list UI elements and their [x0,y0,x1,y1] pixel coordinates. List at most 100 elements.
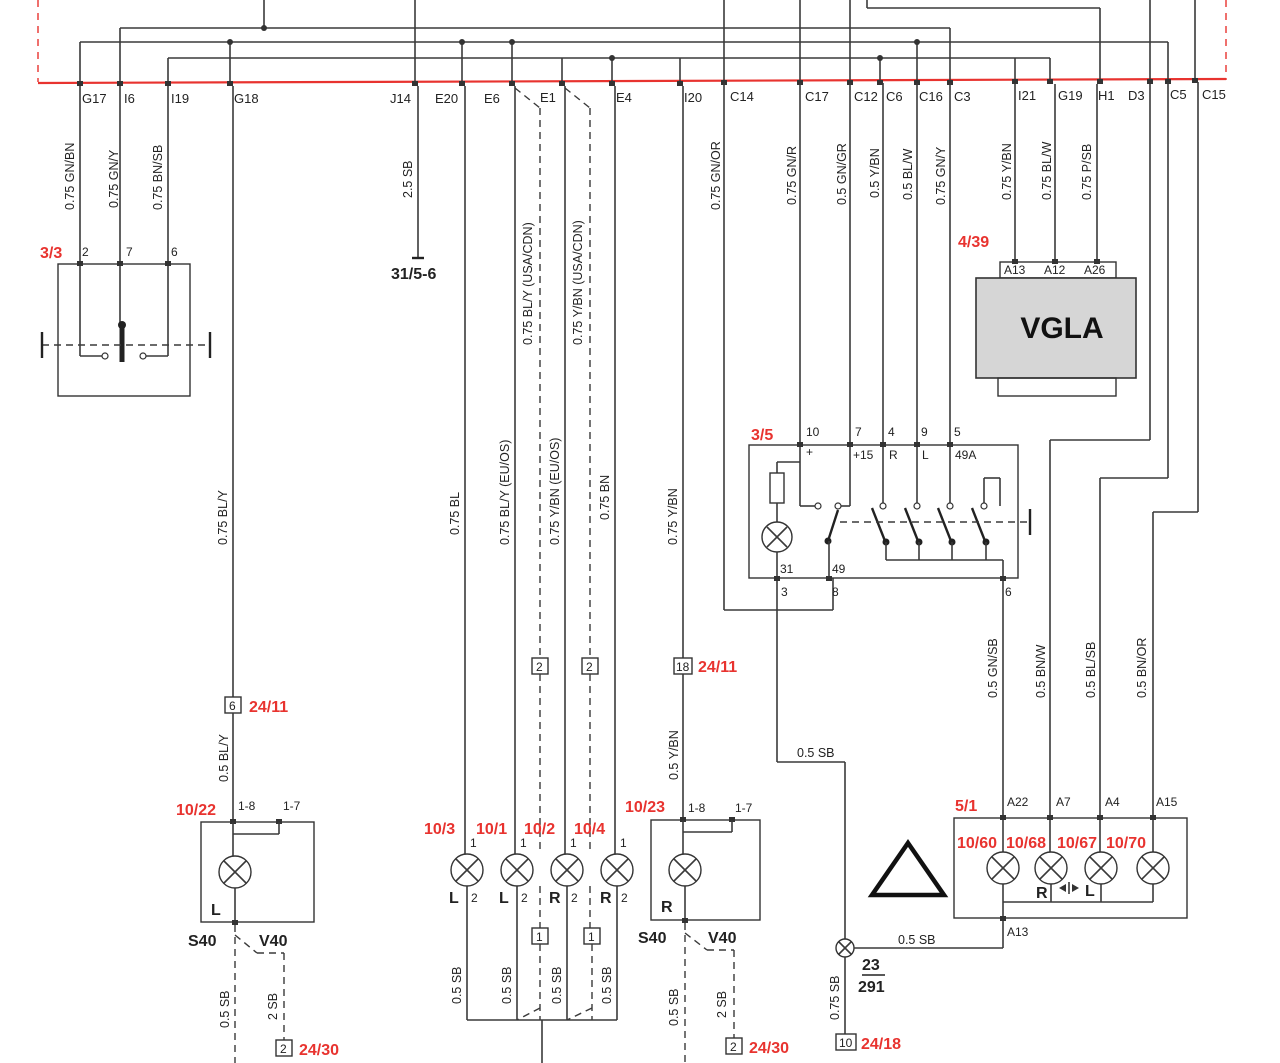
ref-24-18: 24/18 [861,1036,901,1053]
pin-2-b: 2 [521,891,528,905]
c51-pin-a22: A22 [1007,795,1029,809]
wire-i20-low2-label: 0.5 Y/BN [667,730,681,780]
c51-pin-a13: A13 [1007,925,1029,939]
pin-h1: H1 [1098,88,1115,103]
ref-4-39: 4/39 [958,234,989,251]
pin-e4: E4 [616,90,632,105]
wire-i20-label: 0.75 GN/OR [709,141,723,210]
wire-2sb-b: 2 SB [715,991,729,1018]
wire-sb-c: 0.5 SB [500,966,514,1004]
wire-e4-label: 0.75 BN [598,475,612,520]
l1023-pin-18: 1-8 [688,801,706,815]
wire-e20-label: 0.75 BL [448,492,462,535]
l1023-side: R [661,899,673,916]
c51-pin-a15: A15 [1156,795,1178,809]
c51-r: R [1036,885,1048,902]
wire-sb75-label: 0.75 SB [828,976,842,1020]
ground-path: 0.5 SB 0.5 SB 23 291 0.75 SB 10 24/18 [776,581,1004,1053]
lamp-unit-10-22: 10/22 1-8 1-7 L S40 V40 0.5 SB 2 SB 2 24… [176,799,339,1063]
c35-pin-7: 7 [855,425,862,439]
pin-e1: E1 [540,90,556,105]
wire-sb-d: 0.5 SB [550,966,564,1004]
l102-side: R [549,890,561,907]
pin-d3: D3 [1128,88,1145,103]
ref-3-5: 3/5 [751,427,773,444]
c35-pin-8: 8 [832,585,839,599]
wire-s6-label: 0.5 BN/OR [1135,638,1149,698]
c35-pin-6: 6 [1005,585,1012,599]
wire-e1-eu-label: 0.75 Y/BN (EU/OS) [548,438,562,545]
ref-10-22: 10/22 [176,802,216,819]
lamp-10-67: 10/67 [1057,835,1097,852]
wire-sb-a: 0.5 SB [218,990,232,1028]
vgla-pin-a26: A26 [1084,263,1106,277]
connector-1-a-label: 1 [536,930,543,944]
l1023-pin-17: 1-7 [735,801,753,815]
c51-l: L [1085,883,1095,900]
variant-s40-a: S40 [188,933,217,950]
wire-e6-usa-label: 0.75 BL/Y (USA/CDN) [521,222,535,345]
pin-2-d: 2 [621,891,628,905]
wire-sb-f: 0.5 SB [667,988,681,1026]
wire-i6-label: 0.75 GN/Y [107,149,121,208]
l103-side: L [449,890,459,907]
ref-10-4: 10/4 [574,821,605,838]
connector-2-d-label: 2 [586,660,593,674]
pin-e6: E6 [484,91,500,106]
vgla-body [975,277,1137,379]
pin-g17: G17 [82,91,107,106]
wire-s4-label: 0.5 BN/W [1034,644,1048,698]
hazard-triangle-icon [867,839,949,898]
ref-23: 23 [862,957,880,974]
connector-10 [835,1033,857,1051]
l1022-side: L [211,902,221,919]
pin-g19: G19 [1058,88,1083,103]
lamp-10-68: 10/68 [1006,835,1046,852]
connector-2-b-label: 2 [730,1040,737,1054]
side-marker-circuits: 0.75 BL/Y (USA/CDN) 0.75 Y/BN (USA/CDN) … [424,86,634,1063]
c33-pin-6: 6 [171,245,178,259]
pin-j14: J14 [390,91,411,106]
pin-1-d: 1 [620,836,627,850]
wire-h1-label: 0.75 P/SB [1080,144,1094,200]
l1022-pin-18: 1-8 [238,799,256,813]
ref-24-30-a: 24/30 [299,1042,339,1059]
l1022-pin-17: 1-7 [283,799,301,813]
ref-10-1: 10/1 [476,821,507,838]
pin-i6: I6 [124,91,135,106]
pin-c6: C6 [886,89,903,104]
pin-1-a: 1 [470,836,477,850]
wire-i19-label: 0.75 BN/SB [151,145,165,210]
c35-plus: + [806,445,813,459]
c33-pin-2: 2 [82,245,89,259]
wire-g18-label: 0.75 BL/Y [216,489,230,545]
c35-plus15: +15 [853,448,874,462]
pin-2-c: 2 [571,891,578,905]
wire-i21-label: 0.75 Y/BN [1000,143,1014,200]
ref-10-3: 10/3 [424,821,455,838]
c35-pin-4: 4 [888,425,895,439]
top-routing [79,0,1196,85]
pin-c5: C5 [1170,87,1187,102]
wire-c16-label: 0.5 BL/W [901,148,915,200]
component-vgla: 0.75 Y/BN 0.75 BL/W 0.75 P/SB 4/39 A13 A… [958,84,1137,397]
connector-2-c-label: 2 [536,660,543,674]
lamp-10-60: 10/60 [957,835,997,852]
c35-l: L [922,448,929,462]
ref-291: 291 [858,979,885,996]
g18-circuit: 0.75 BL/Y 6 24/11 0.5 BL/Y [216,86,288,820]
ref-10-23: 10/23 [625,799,665,816]
wire-s5-label: 0.5 BL/SB [1084,642,1098,698]
c51-pin-a7: A7 [1056,795,1071,809]
wire-g19-label: 0.75 BL/W [1040,141,1054,200]
ref-24-11-a: 24/11 [249,699,288,716]
wire-i20-low-label: 0.75 Y/BN [666,488,680,545]
variant-v40-a: V40 [259,933,288,950]
l101-side: L [499,890,509,907]
ref-3-3: 3/3 [40,245,62,262]
bus-pin-labels: G17 I6 I19 G18 J14 E20 E6 E1 E4 I20 C14 … [82,87,1226,106]
wire-sb-b: 0.5 SB [450,966,464,1004]
c35-pin-10: 10 [806,425,820,439]
c35-pin-9: 9 [921,425,928,439]
l1022-housing [200,821,315,923]
